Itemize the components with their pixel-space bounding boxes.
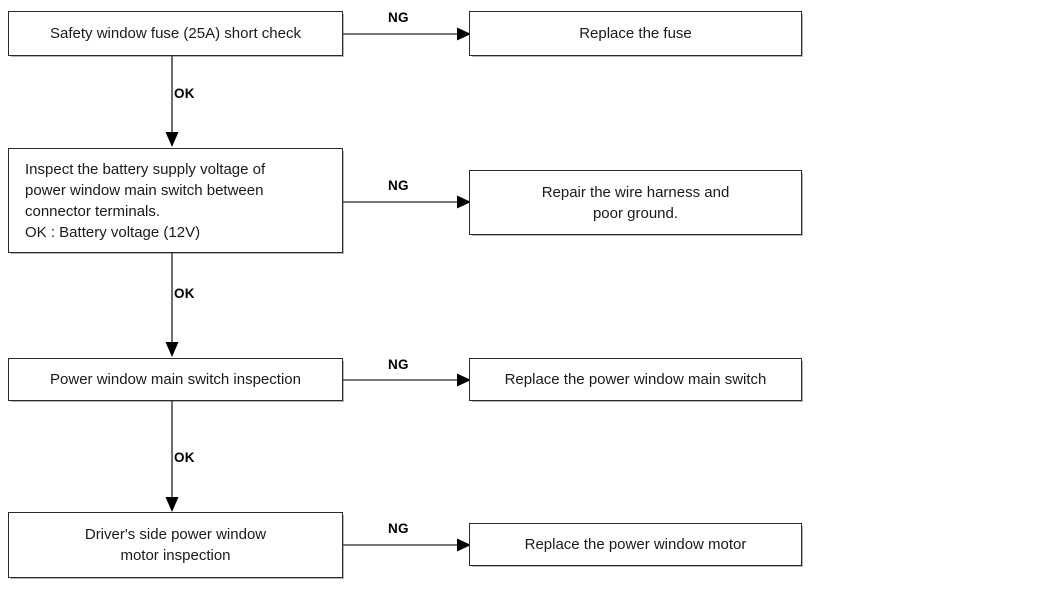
check-node-2[interactable]: Inspect the battery supply voltage of po…	[8, 148, 343, 253]
edge-label-ng-2: NG	[388, 178, 409, 193]
connector-ng-2	[343, 195, 471, 209]
action-node-2-label: Repair the wire harness and poor ground.	[541, 183, 730, 222]
action-node-4-label: Replace the power window motor	[524, 536, 747, 553]
edge-label-ng-1: NG	[388, 10, 409, 25]
check-node-3-label: Power window main switch inspection	[50, 371, 301, 388]
connector-ok-3	[165, 401, 179, 512]
connector-ok-2	[165, 253, 179, 357]
edge-label-ng-4: NG	[388, 521, 409, 536]
check-node-3[interactable]: Power window main switch inspection	[8, 358, 343, 401]
action-node-2[interactable]: Repair the wire harness and poor ground.	[469, 170, 802, 235]
check-node-2-label: Inspect the battery supply voltage of po…	[25, 160, 266, 241]
check-node-4-label: Driver's side power window motor inspect…	[84, 526, 267, 564]
edge-label-ok-2: OK	[174, 286, 195, 301]
action-node-1[interactable]: Replace the fuse	[469, 11, 802, 56]
action-node-3-label: Replace the power window main switch	[504, 371, 767, 388]
connector-ng-1	[343, 27, 471, 41]
action-node-3[interactable]: Replace the power window main switch	[469, 358, 802, 401]
check-node-4[interactable]: Driver's side power window motor inspect…	[8, 512, 343, 578]
connector-ok-1	[165, 56, 179, 147]
edge-label-ng-3: NG	[388, 357, 409, 372]
check-node-1[interactable]: Safety window fuse (25A) short check	[8, 11, 343, 56]
connector-ng-3	[343, 373, 471, 387]
connector-ng-4	[343, 538, 471, 552]
edge-label-ok-1: OK	[174, 86, 195, 101]
edge-label-ok-3: OK	[174, 450, 195, 465]
action-node-1-label: Replace the fuse	[579, 25, 692, 42]
check-node-1-label: Safety window fuse (25A) short check	[50, 25, 301, 42]
action-node-4[interactable]: Replace the power window motor	[469, 523, 802, 566]
